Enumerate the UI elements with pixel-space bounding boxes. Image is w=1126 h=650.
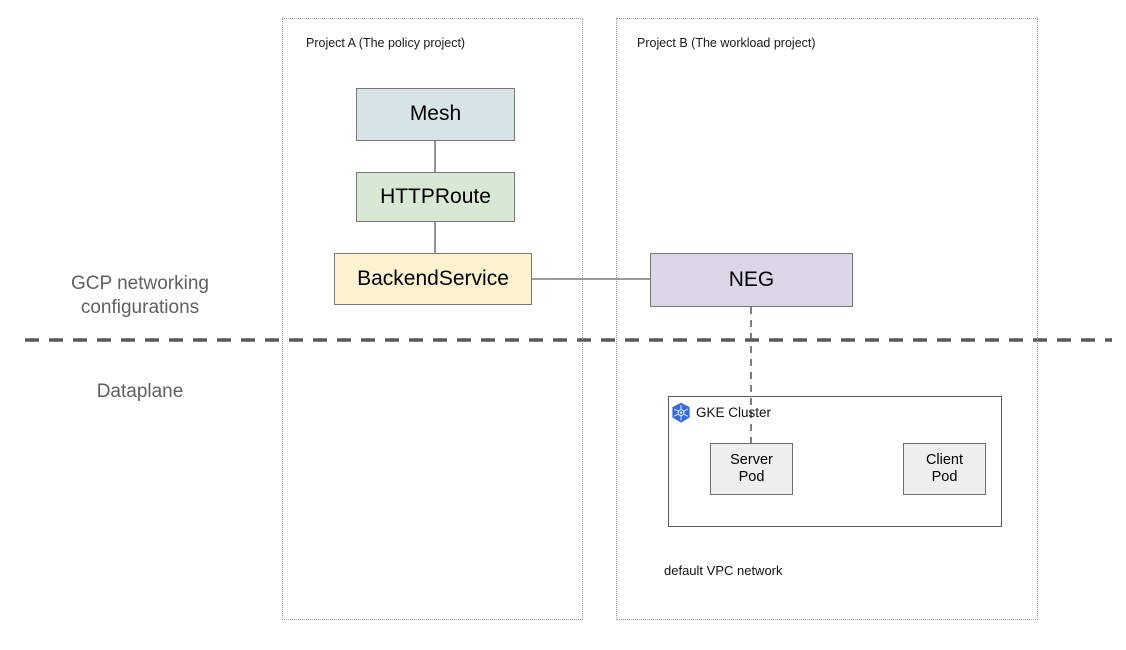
project-a-label: Project A (The policy project)	[306, 36, 466, 50]
default-vpc-network-label: default VPC network	[664, 563, 783, 578]
node-mesh-label: Mesh	[409, 102, 462, 126]
gke-cluster-container	[668, 396, 1002, 527]
node-neg-label: NEG	[728, 267, 775, 291]
label-gcp-networking: GCP networking configurations	[71, 273, 209, 319]
node-client-pod-label: Client Pod	[925, 451, 964, 485]
project-b-label: Project B (The workload project)	[637, 36, 816, 50]
node-server-pod[interactable]: Server Pod	[710, 443, 793, 495]
project-b-container	[616, 18, 1038, 620]
node-httproute[interactable]: HTTPRoute	[356, 172, 515, 222]
node-backendservice[interactable]: BackendService	[334, 253, 532, 305]
node-server-pod-label: Server Pod	[730, 451, 773, 485]
gke-cluster-label: GKE Cluster	[696, 405, 772, 420]
project-a-container	[282, 18, 583, 620]
node-httproute-label: HTTPRoute	[380, 184, 491, 208]
node-backendservice-label: BackendService	[357, 266, 509, 290]
label-dataplane: Dataplane	[96, 381, 184, 402]
node-neg[interactable]: NEG	[650, 253, 853, 307]
kubernetes-icon	[672, 402, 690, 423]
node-client-pod[interactable]: Client Pod	[903, 443, 986, 495]
node-mesh[interactable]: Mesh	[356, 88, 515, 141]
